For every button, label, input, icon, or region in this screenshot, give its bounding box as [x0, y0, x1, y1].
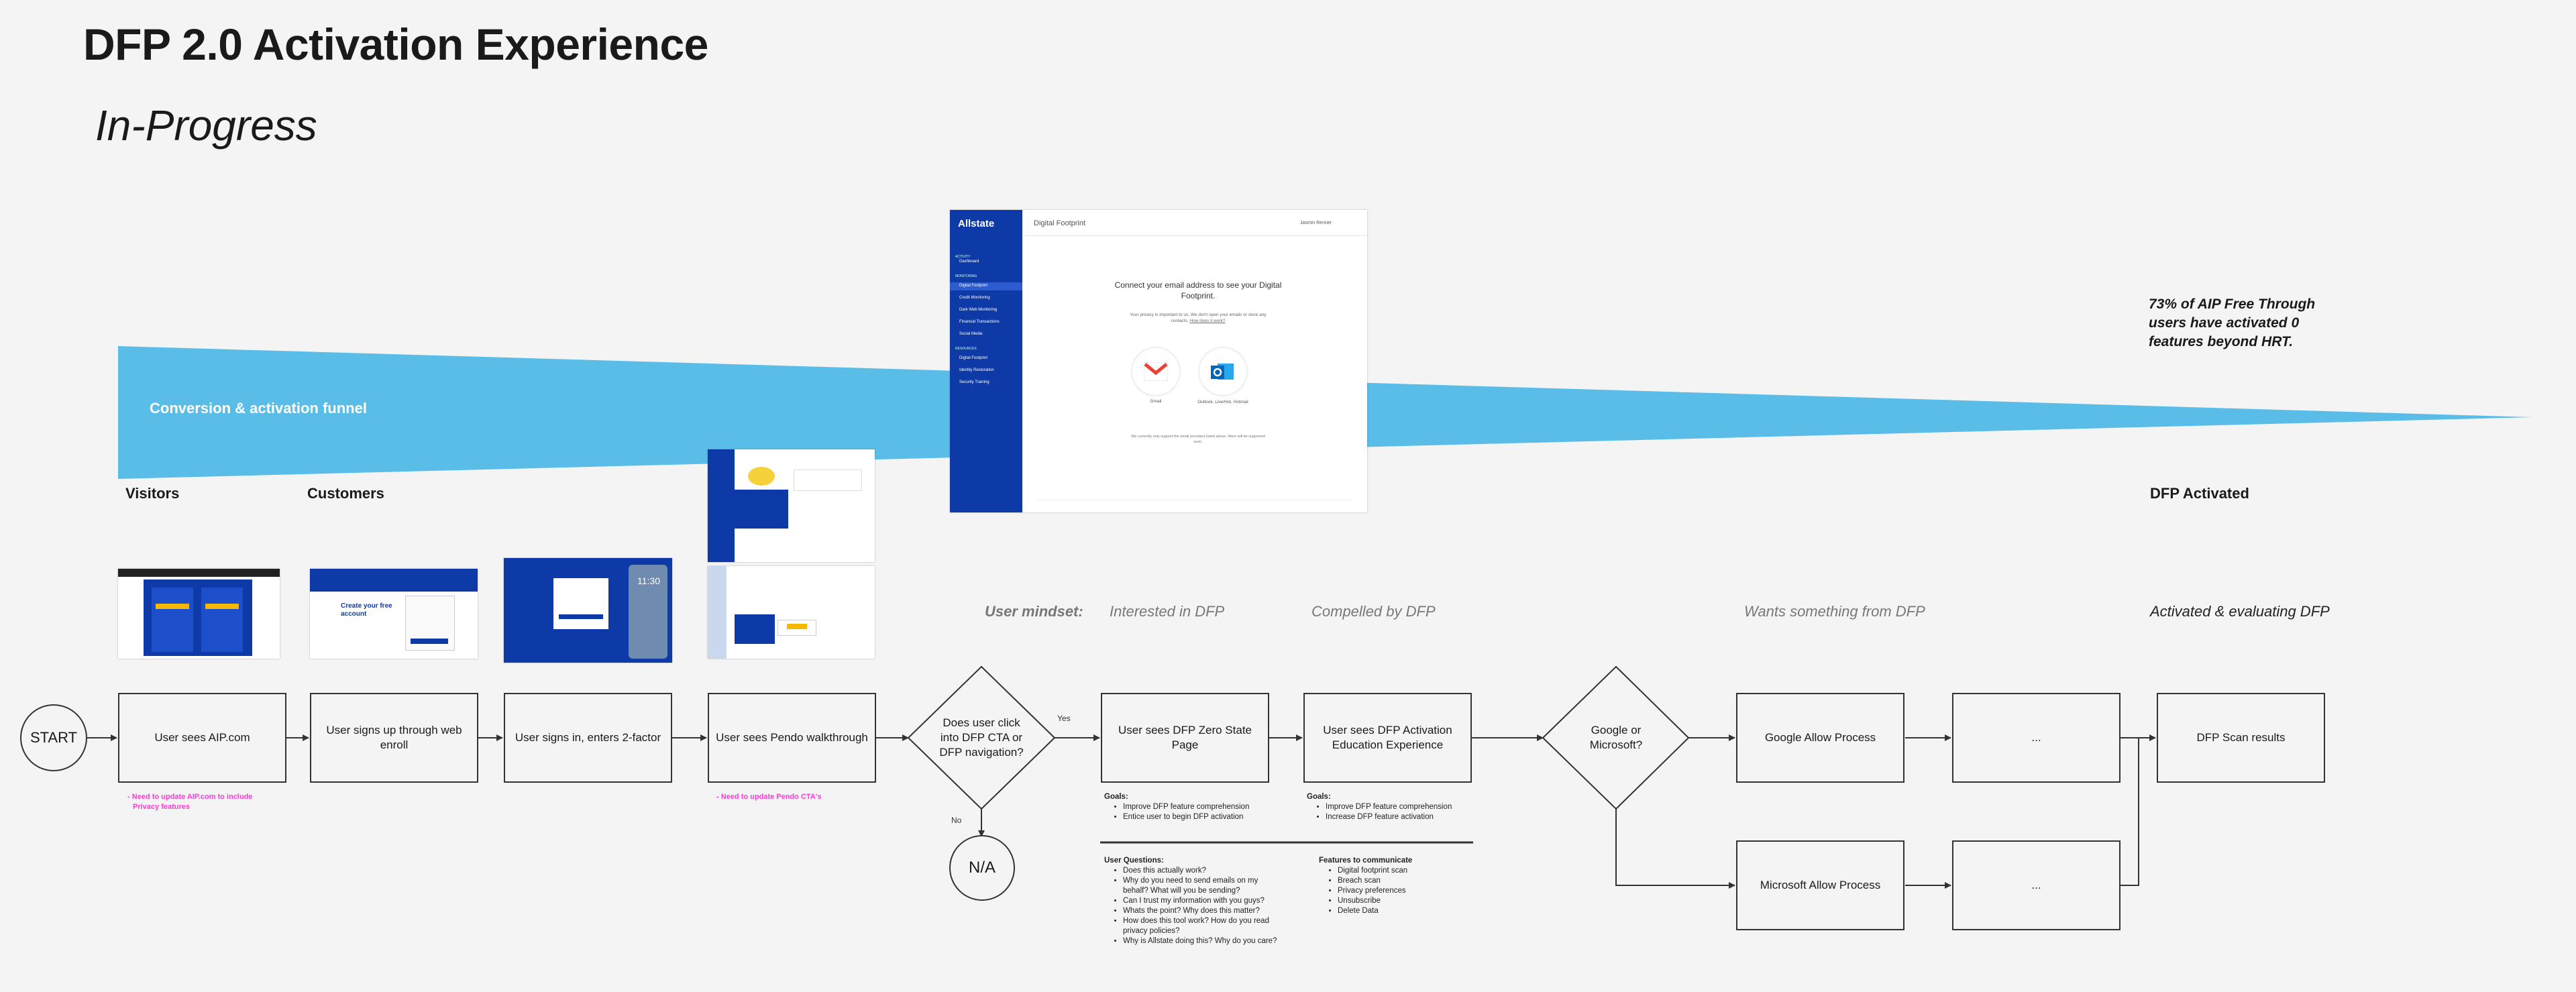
feature-item: Breach scan — [1338, 876, 1466, 886]
mockup-sidebar-item[interactable]: Financial Transactions — [959, 320, 1000, 324]
question-item: How does this tool work? How do you read… — [1123, 916, 1285, 936]
step-pendo: User sees Pendo walkthrough — [708, 693, 876, 783]
gmail-label: Gmail — [1150, 399, 1162, 404]
decision-click-label: Does user click into DFP CTA or DFP navi… — [939, 716, 1024, 759]
enroll-heading: Create your free account — [341, 602, 392, 618]
mockup-sidebar-item[interactable]: Digital Footprint — [959, 356, 988, 360]
mindset-wants: Wants something from DFP — [1744, 603, 1925, 620]
mockup-sidebar-item[interactable]: Dark Web Monitoring — [959, 308, 998, 312]
mockup-sidebar-section-1: MONITORING — [955, 274, 977, 278]
mockup-sidebar-item[interactable]: Security Training — [959, 380, 989, 384]
mockup-user[interactable]: Jasmin Renner — [1300, 221, 1332, 225]
arrow-ellipsis2-to-results — [2119, 738, 2139, 886]
question-item: Whats the point? Why does this matter? — [1123, 906, 1285, 916]
step-signs-in: User signs in, enters 2-factor — [504, 693, 672, 783]
step-microsoft-allow: Microsoft Allow Process — [1736, 840, 1904, 930]
pendo-thumbnail-1 — [708, 449, 875, 562]
step-scan-results: DFP Scan results — [2157, 693, 2325, 783]
signin-thumbnail: 11:30 — [504, 558, 672, 663]
feature-item: Privacy preferences — [1338, 886, 1466, 896]
mockup-sidebar-section-0: ACTIVITY — [955, 255, 971, 259]
mockup-page-title: Digital Footprint — [1034, 219, 1086, 227]
feature-item: Delete Data — [1338, 906, 1466, 916]
education-goals: Goals: Improve DFP feature comprehension… — [1307, 792, 1481, 822]
step-zero-state: User sees DFP Zero State Page — [1101, 693, 1269, 783]
mockup-brand: Allstate — [958, 218, 995, 229]
goal-item: Entice user to begin DFP activation — [1123, 812, 1279, 822]
mockup-body: Your privacy is important to us. We don'… — [1130, 313, 1267, 323]
goal-item: Increase DFP feature activation — [1326, 812, 1481, 822]
mindset-compelled: Compelled by DFP — [1311, 603, 1436, 620]
mockup-sidebar-item[interactable]: Identity Restoration — [959, 368, 994, 372]
mockup-sidebar-section-2: RESOURCES — [955, 347, 977, 351]
decision-provider-label: Google or Microsoft? — [1589, 724, 1643, 751]
step-sees-aip: User sees AIP.com — [118, 693, 286, 783]
funnel-label: Conversion & activation funnel — [150, 400, 367, 417]
outlook-connect-button[interactable] — [1199, 348, 1246, 395]
step-ellipsis-bottom: ... — [1952, 840, 2121, 930]
gmail-icon — [1144, 362, 1168, 381]
start-node: START — [20, 704, 87, 771]
feature-item: Unsubscribe — [1338, 896, 1466, 906]
mockup-heading: Connect your email address to see your D… — [1114, 280, 1282, 300]
feature-item: Digital footprint scan — [1338, 866, 1466, 876]
todo-pendo-note: - Need to update Pendo CTA's — [716, 793, 822, 801]
goal-item: Improve DFP feature comprehension — [1326, 802, 1481, 812]
question-item: Why do you need to send emails on my beh… — [1123, 876, 1285, 896]
mockup-sidebar: Allstate ACTIVITY Dashboard MONITORING D… — [950, 210, 1022, 512]
arrow-provider-to-microsoft — [1615, 809, 1735, 889]
enroll-thumbnail: Create your free account — [310, 569, 478, 659]
todo-aip-note: - Need to update AIP.com to include Priv… — [127, 793, 253, 811]
decision-no-label: No — [951, 816, 962, 825]
mindset-interested: Interested in DFP — [1110, 603, 1225, 620]
step-google-allow: Google Allow Process — [1736, 693, 1904, 783]
mindset-label: User mindset: — [985, 603, 1083, 620]
question-item: Why is Allstate doing this? Why do you c… — [1123, 936, 1285, 946]
mockup-sidebar-item[interactable]: Dashboard — [959, 260, 979, 264]
dfp-zero-state-mockup: Allstate ACTIVITY Dashboard MONITORING D… — [950, 210, 1367, 512]
mockup-footnote: We currently only support the email prov… — [1131, 435, 1265, 444]
decision-click-diamond — [907, 665, 1056, 810]
decision-yes-label: Yes — [1057, 714, 1071, 723]
stage-customers: Customers — [307, 485, 384, 502]
step-ellipsis-top: ... — [1952, 693, 2121, 783]
aip-site-thumbnail — [118, 569, 280, 659]
mindset-activated: Activated & evaluating DFP — [2150, 603, 2330, 620]
mockup-sidebar-item[interactable]: Social Media — [959, 332, 983, 336]
step-signs-up: User signs up through web enroll — [310, 693, 478, 783]
stage-visitors: Visitors — [125, 485, 180, 502]
page-subtitle: In-Progress — [95, 101, 317, 150]
signin-phone-time: 11:30 — [637, 575, 660, 586]
stage-dfp-activated: DFP Activated — [2150, 485, 2249, 502]
decision-provider-diamond — [1542, 665, 1690, 810]
features-to-communicate: Features to communicate Digital footprin… — [1319, 856, 1466, 916]
mockup-sidebar-item[interactable]: Credit Monitoring — [959, 296, 990, 300]
goal-item: Improve DFP feature comprehension — [1123, 802, 1279, 812]
mockup-how-link[interactable]: How does it work? — [1189, 319, 1226, 323]
user-questions: User Questions: Does this actually work?… — [1104, 856, 1285, 946]
mockup-sidebar-item[interactable]: Digital Footprint — [959, 284, 988, 288]
activation-stat-note: 73% of AIP Free Through users have activ… — [2149, 296, 2316, 349]
pendo-thumbnail-2 — [708, 566, 875, 659]
question-item: Can I trust my information with you guys… — [1123, 896, 1285, 906]
na-node: N/A — [949, 835, 1015, 901]
question-item: Does this actually work? — [1123, 866, 1285, 876]
gmail-connect-button[interactable] — [1132, 348, 1179, 395]
page-title: DFP 2.0 Activation Experience — [83, 19, 708, 69]
outlook-icon — [1211, 364, 1234, 380]
outlook-label: Outlook, Live/Hot, Hotmail — [1197, 400, 1248, 404]
step-education: User sees DFP Activation Education Exper… — [1303, 693, 1472, 783]
zero-state-goals: Goals: Improve DFP feature comprehension… — [1104, 792, 1279, 822]
